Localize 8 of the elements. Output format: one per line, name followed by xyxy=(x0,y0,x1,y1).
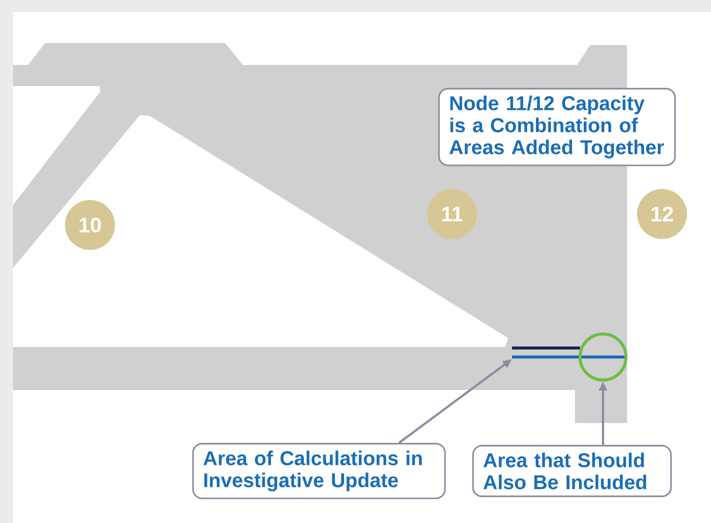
callout-box: Area that Should Also Be Included xyxy=(472,444,672,498)
number-badge: 12 xyxy=(637,189,687,239)
number-badge: 11 xyxy=(427,189,477,239)
double-line-marker xyxy=(512,346,627,358)
callout-box: Node 11/12 Capacity is a Combination of Areas Added Together xyxy=(438,88,676,166)
highlight-circle xyxy=(578,332,628,382)
number-badge: 10 xyxy=(65,200,115,250)
callout-box: Area of Calculations in Investigative Update xyxy=(192,442,446,500)
